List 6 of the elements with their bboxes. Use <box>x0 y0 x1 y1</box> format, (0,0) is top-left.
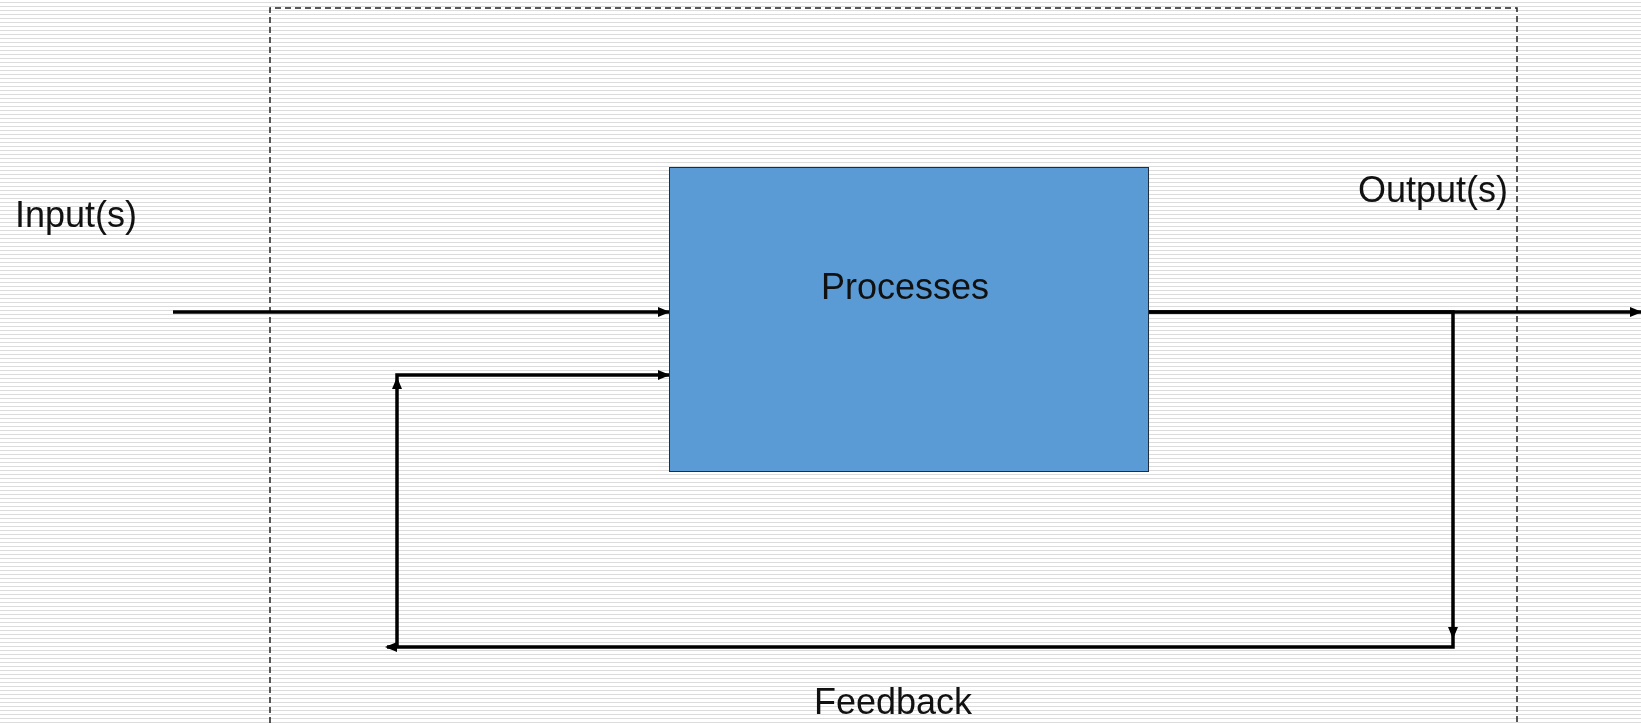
box-label: Processes <box>820 266 990 308</box>
edge-label: Feedback <box>813 682 973 722</box>
process-box <box>669 167 1149 472</box>
io-label: Output(s) <box>1358 170 1509 210</box>
io-label: Input(s) <box>15 195 138 235</box>
arrow <box>173 307 670 317</box>
